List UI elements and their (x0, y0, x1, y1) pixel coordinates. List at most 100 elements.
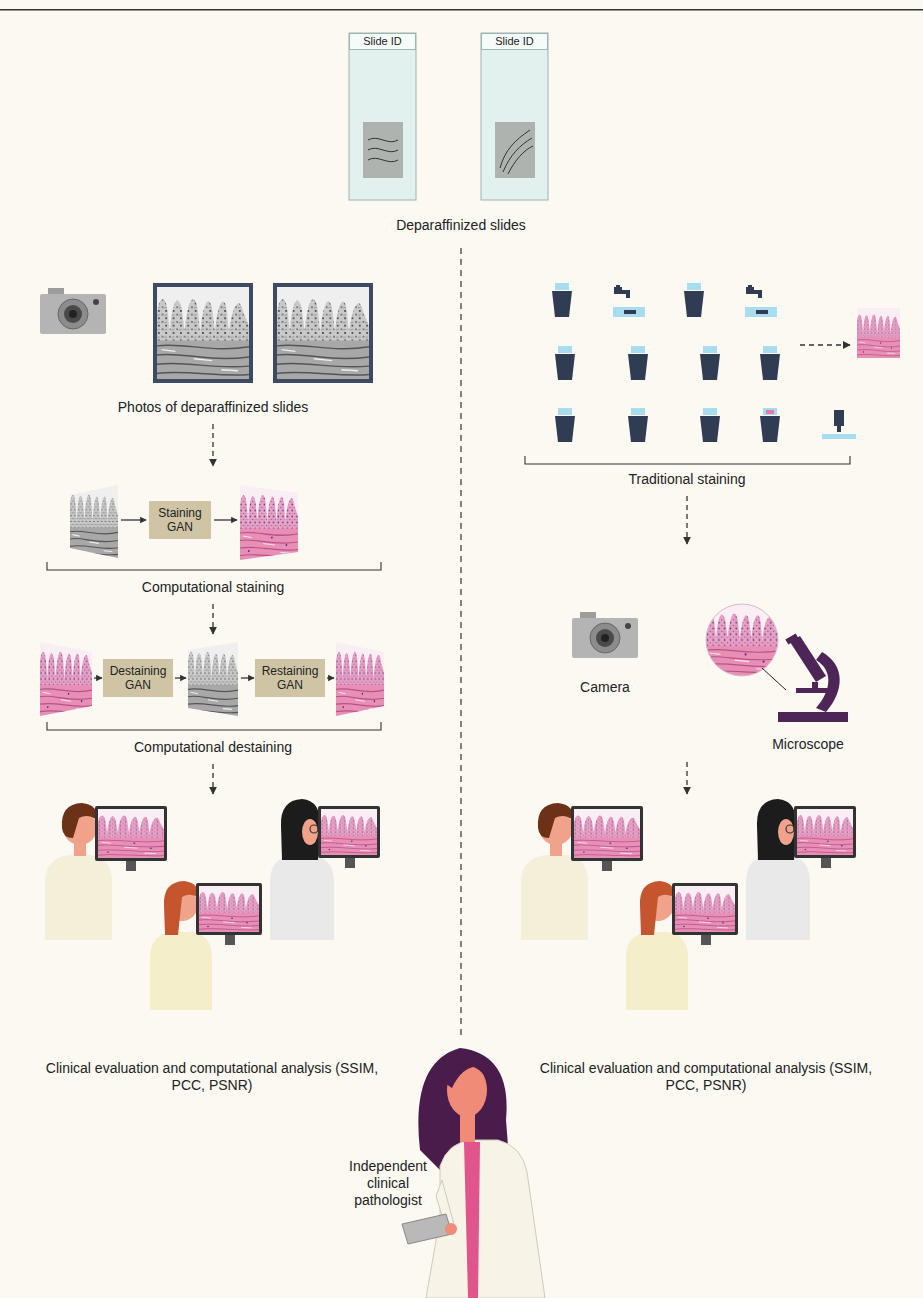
left-photos-part (273, 283, 373, 383)
tissue-images-part-part (188, 642, 238, 716)
staining-equipment-part (700, 408, 720, 442)
left-photos (40, 283, 373, 383)
flow-arrows-part (327, 677, 334, 678)
microscope-setup-part (812, 682, 818, 690)
left-photos-part (153, 283, 253, 383)
staining-equipment-part (745, 285, 777, 317)
brackets (47, 456, 850, 730)
staining-equipment-part (760, 346, 780, 380)
pathologist-part (470, 1060, 500, 1130)
tissue-images (40, 485, 384, 716)
microscope-setup-part (762, 668, 786, 690)
slide-id-tag: Slide ID (349, 33, 416, 50)
evaluators-part (521, 799, 856, 1010)
gan-box: Restaining GAN (255, 659, 325, 697)
node-text: Restaining GAN (259, 664, 321, 692)
role-label: Independent clinical pathologist (342, 1158, 434, 1209)
pathologist-part (445, 1223, 457, 1235)
staining-equipment-part (834, 410, 844, 426)
left-photos-part (157, 287, 249, 379)
flow-arrows-part (214, 519, 237, 520)
node-text: Staining GAN (153, 506, 207, 534)
staining-equipment-part (552, 283, 572, 317)
staining-equipment-part (857, 308, 900, 358)
gan-box: Destaining GAN (103, 659, 173, 697)
pathologist-part (446, 1056, 480, 1088)
slides (349, 33, 548, 200)
top-rule-part (0, 9, 923, 11)
tissue-images-part (188, 642, 238, 716)
staining-equipment-part (613, 285, 645, 317)
pathologist-part (402, 1214, 452, 1244)
microscope-setup-part (572, 612, 638, 658)
slides-part (363, 122, 403, 178)
flow-arrows-part (121, 519, 146, 520)
pathologist-part (464, 1142, 480, 1298)
node-text: Slide ID (363, 35, 402, 48)
microscope-setup (572, 604, 848, 722)
microscope-setup-part (706, 604, 778, 676)
microscope-setup-part-part (706, 604, 778, 676)
tissue-images-part-part (240, 485, 298, 560)
top-rule (0, 9, 923, 11)
evaluators-part (45, 799, 380, 1010)
flow-arrows-part (175, 677, 186, 678)
flow-arrows-part (212, 604, 213, 634)
gan-box: Staining GAN (149, 501, 211, 539)
flow-arrows-part (686, 762, 687, 794)
section-label: Deparaffinized slides (351, 217, 571, 234)
flow-arrows-part (94, 677, 102, 678)
staining-equipment-part (822, 434, 856, 439)
evaluation-label: Clinical evaluation and computational an… (42, 1060, 382, 1094)
staining-equipment-part (628, 346, 648, 380)
microscope-setup-part (785, 633, 798, 644)
brackets-part (525, 456, 850, 464)
microscope-setup-part (706, 604, 778, 676)
left-photos-part (277, 287, 369, 379)
tissue-images-part-part (40, 642, 92, 716)
staining-equipment (552, 283, 900, 442)
flow-arrows-part (212, 764, 213, 794)
microscope-setup-part (778, 712, 848, 722)
node-text: Destaining GAN (107, 664, 169, 692)
tissue-images-part (336, 642, 384, 716)
device-label: Camera (550, 679, 660, 696)
section-label: Traditional staining (577, 471, 797, 488)
staining-equipment-part (700, 346, 720, 380)
evaluators (45, 799, 856, 1010)
section-label: Photos of deparaffinized slides (73, 399, 353, 416)
node-text: Slide ID (495, 35, 534, 48)
tissue-images-part-part (70, 485, 118, 558)
slides-part (368, 138, 398, 161)
slides-part (481, 33, 548, 200)
section-label: Computational staining (93, 579, 333, 596)
evaluation-label: Clinical evaluation and computational an… (536, 1060, 876, 1094)
slide-id-tag: Slide ID (481, 33, 548, 50)
flow-arrows-part (800, 344, 850, 345)
divider-part (460, 248, 461, 1040)
device-label: Microscope (743, 736, 873, 753)
staining-equipment-part (628, 408, 648, 442)
microscope-setup-part (790, 636, 826, 682)
staining-equipment-part (760, 408, 780, 442)
staining-equipment-part (555, 346, 575, 380)
section-label: Computational destaining (93, 739, 333, 756)
staining-equipment-part (837, 426, 841, 432)
staining-equipment-part (684, 283, 704, 317)
brackets-part (47, 722, 381, 730)
microscope-setup-part (816, 652, 840, 712)
flow-arrows-part (686, 496, 687, 544)
flow-arrows-part (212, 424, 213, 466)
left-photos-part (40, 288, 106, 334)
slides-part (495, 122, 535, 178)
tissue-images-part (70, 485, 118, 558)
tissue-images-part (40, 642, 92, 716)
staining-equipment-part (555, 408, 575, 442)
slides-part (349, 33, 416, 200)
divider (461, 248, 462, 1040)
brackets-part (47, 562, 381, 570)
tissue-images-part (240, 485, 298, 560)
tissue-images-part-part (336, 642, 384, 716)
slides-part (500, 130, 533, 174)
